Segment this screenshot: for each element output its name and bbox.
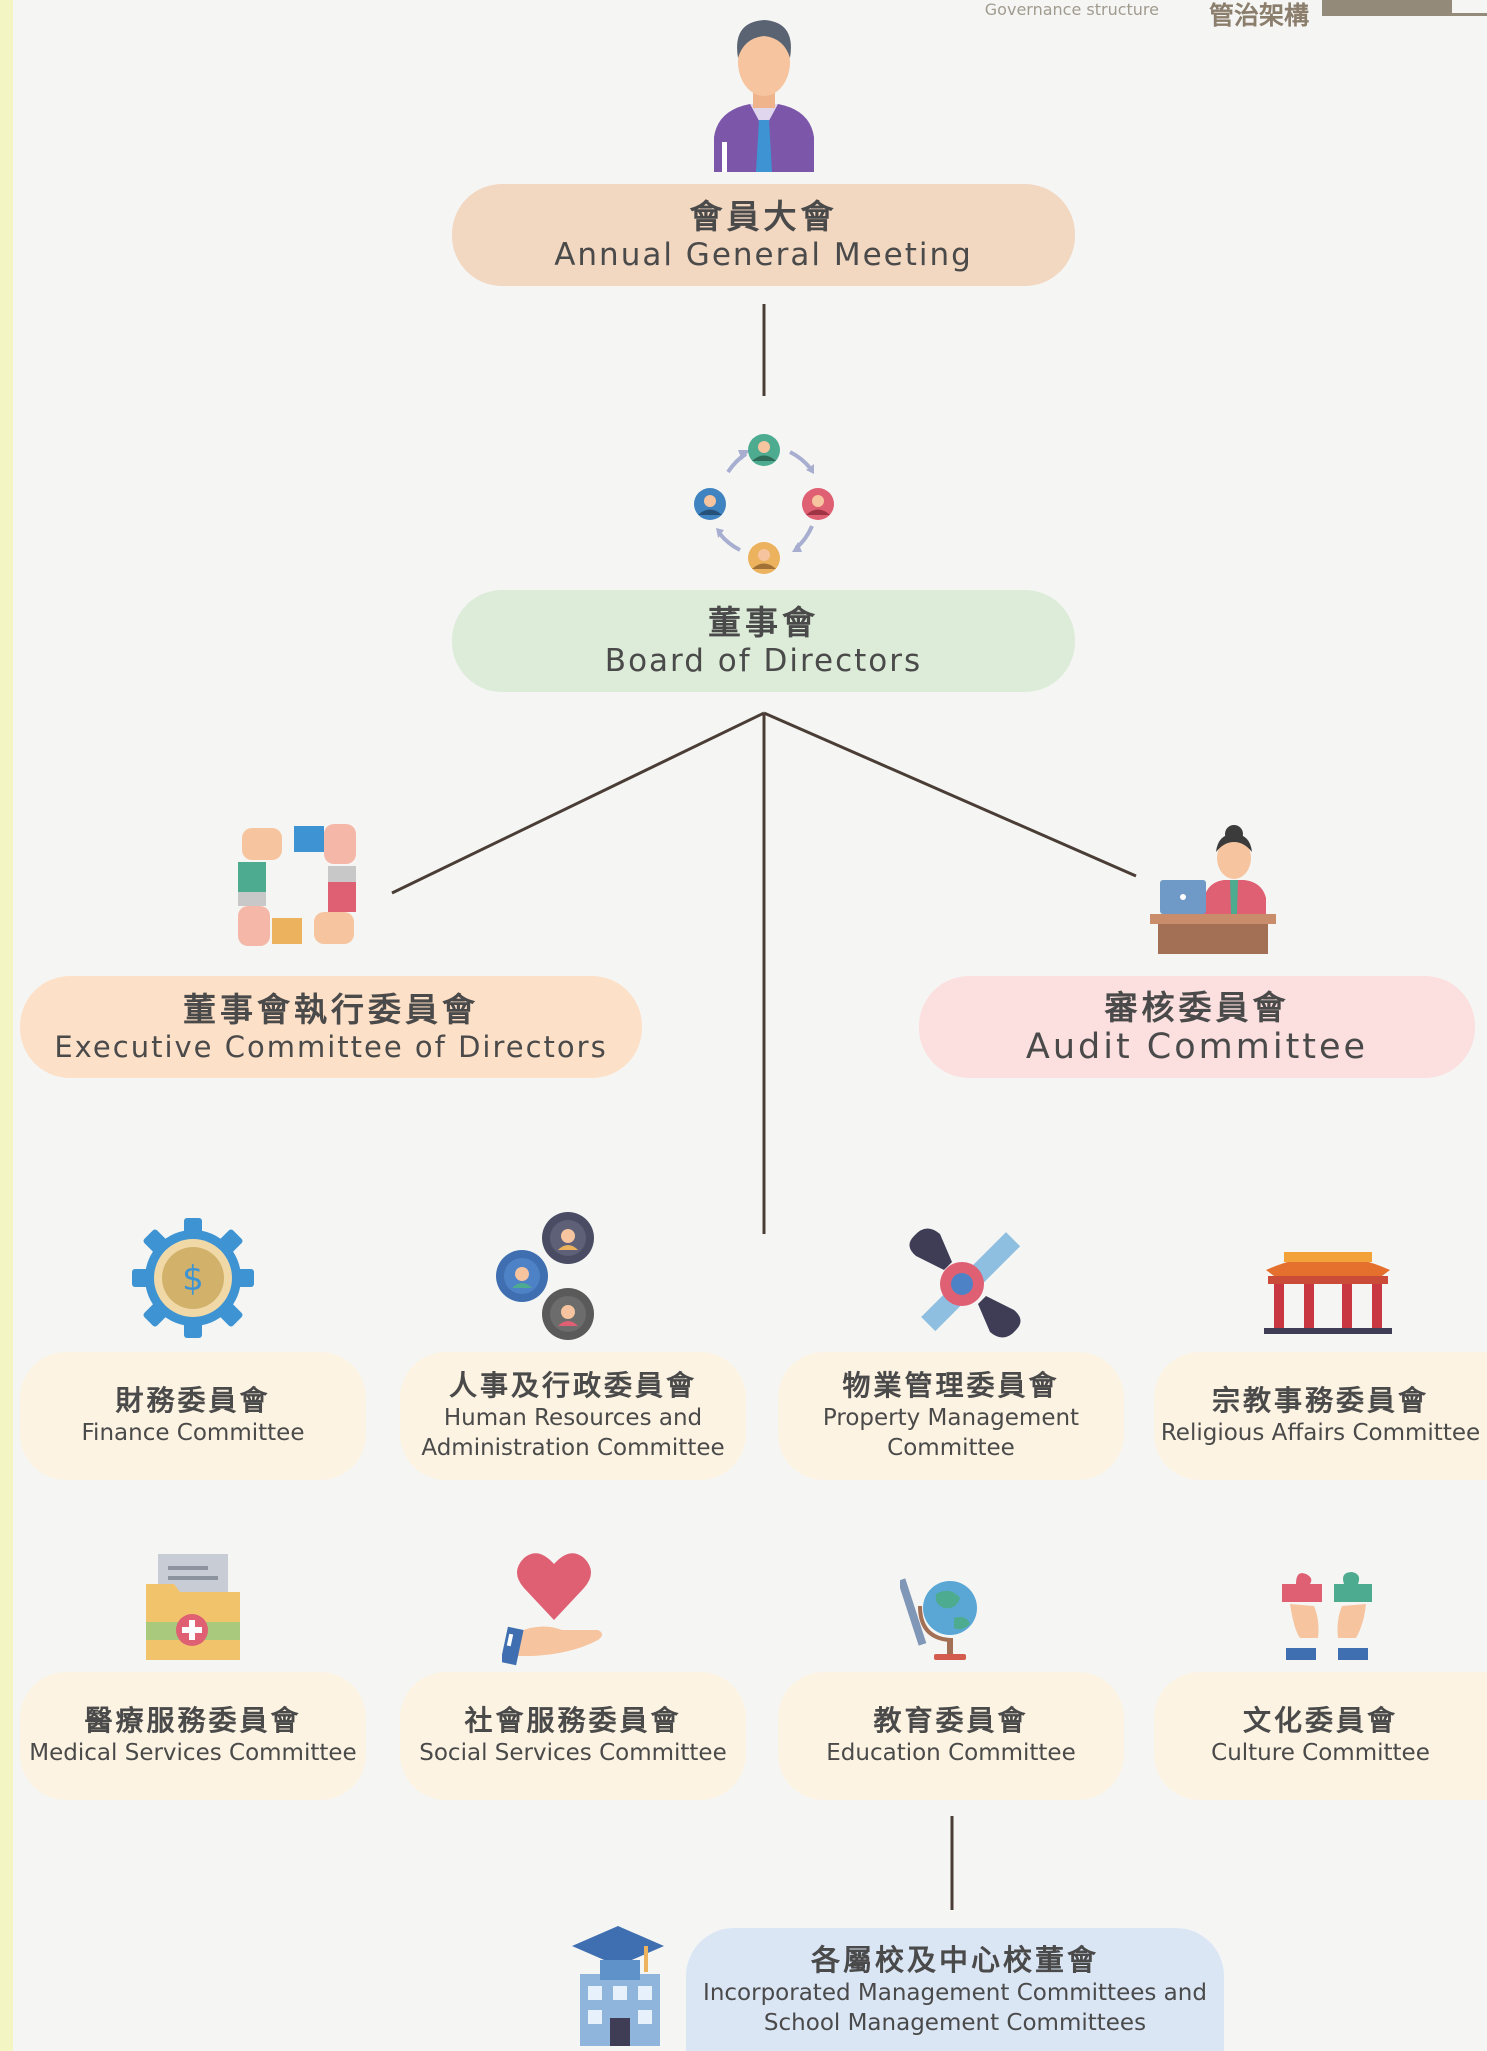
svg-text:$: $ xyxy=(182,1259,204,1299)
page-header: Governance structure 管治架構 xyxy=(867,0,1487,30)
side-strip xyxy=(0,0,13,2051)
header-underline xyxy=(1322,13,1487,16)
people-cycle-icon xyxy=(694,434,834,574)
wrench-ruler-icon xyxy=(909,1228,1021,1338)
committee-card-social: 社會服務委員會 Social Services Committee xyxy=(400,1672,746,1800)
committee-chinese: 教育委員會 xyxy=(873,1704,1029,1737)
agm-english: Annual General Meeting xyxy=(554,237,973,273)
committee-chinese: 宗教事務委員會 xyxy=(1211,1384,1429,1417)
committee-card-education: 教育委員會 Education Committee xyxy=(778,1672,1124,1800)
audit-chinese: 審核委員會 xyxy=(1104,988,1290,1027)
school-building-icon xyxy=(572,1926,664,2046)
schools-chinese: 各屬校及中心校董會 xyxy=(810,1943,1099,1977)
committee-english: Culture Committee xyxy=(1211,1740,1430,1766)
puzzle-hands-icon xyxy=(1282,1572,1372,1660)
committee-english: Finance Committee xyxy=(81,1420,305,1446)
committee-chinese: 財務委員會 xyxy=(115,1384,271,1417)
exec-chinese: 董事會執行委員會 xyxy=(183,990,479,1029)
person-laptop-icon xyxy=(1150,825,1276,954)
dollar-gear-icon: $ xyxy=(132,1218,254,1338)
committee-english: Medical Services Committee xyxy=(29,1740,357,1766)
school-committees-box: 各屬校及中心校董會 Incorporated Management Commit… xyxy=(686,1928,1224,2051)
audit-english: Audit Committee xyxy=(1025,1027,1369,1067)
agm-chinese: 會員大會 xyxy=(689,197,838,236)
header-english: Governance structure xyxy=(984,0,1159,19)
committee-english: Property Management xyxy=(822,1405,1080,1431)
temple-icon xyxy=(1264,1252,1392,1334)
committee-chinese: 文化委員會 xyxy=(1242,1704,1398,1737)
people-gears-icon xyxy=(496,1212,594,1340)
committee-english-line2: Committee xyxy=(887,1435,1015,1461)
board-audit-line xyxy=(763,711,1137,878)
exec-committee-box: 董事會執行委員會 Executive Committee of Director… xyxy=(20,976,642,1078)
committee-english: Religious Affairs Committee xyxy=(1160,1420,1481,1446)
audit-committee-box: 審核委員會 Audit Committee xyxy=(919,976,1475,1078)
globe-pen-icon xyxy=(900,1578,977,1660)
committee-card-finance: 財務委員會 Finance Committee xyxy=(20,1352,366,1480)
committee-english-line2: Administration Committee xyxy=(421,1435,725,1461)
schools-english-line2: School Management Committees xyxy=(763,2010,1147,2036)
committee-chinese: 人事及行政委員會 xyxy=(448,1369,697,1402)
exec-english: Executive Committee of Directors xyxy=(54,1030,608,1064)
committee-card-religious: 宗教事務委員會 Religious Affairs Committee xyxy=(1154,1352,1487,1480)
board-exec-line xyxy=(391,711,765,895)
committee-card-medical: 醫療服務委員會 Medical Services Committee xyxy=(20,1672,366,1800)
committee-chinese: 物業管理委員會 xyxy=(842,1369,1060,1402)
committee-card-hr: 人事及行政委員會 Human Resources and Administrat… xyxy=(400,1352,746,1480)
header-bar xyxy=(1322,0,1452,16)
heart-hand-icon xyxy=(502,1553,602,1666)
committee-english: Education Committee xyxy=(826,1740,1076,1766)
board-chinese: 董事會 xyxy=(708,603,819,642)
board-english: Board of Directors xyxy=(604,643,923,679)
committee-english: Human Resources and xyxy=(443,1405,703,1431)
header-chinese: 管治架構 xyxy=(1208,1,1309,30)
medical-folder-icon xyxy=(146,1554,240,1660)
person-icon xyxy=(714,20,814,172)
committee-chinese: 社會服務委員會 xyxy=(464,1704,682,1737)
committee-chinese: 醫療服務委員會 xyxy=(84,1704,302,1737)
agm-box: 會員大會 Annual General Meeting xyxy=(452,184,1075,286)
schools-english-line1: Incorporated Management Committees and xyxy=(703,1980,1207,2006)
board-box: 董事會 Board of Directors xyxy=(452,590,1075,692)
hands-square-icon xyxy=(238,824,356,946)
committee-card-culture: 文化委員會 Culture Committee xyxy=(1154,1672,1487,1800)
committee-card-property: 物業管理委員會 Property Management Committee xyxy=(778,1352,1124,1480)
committee-english: Social Services Committee xyxy=(419,1740,727,1766)
